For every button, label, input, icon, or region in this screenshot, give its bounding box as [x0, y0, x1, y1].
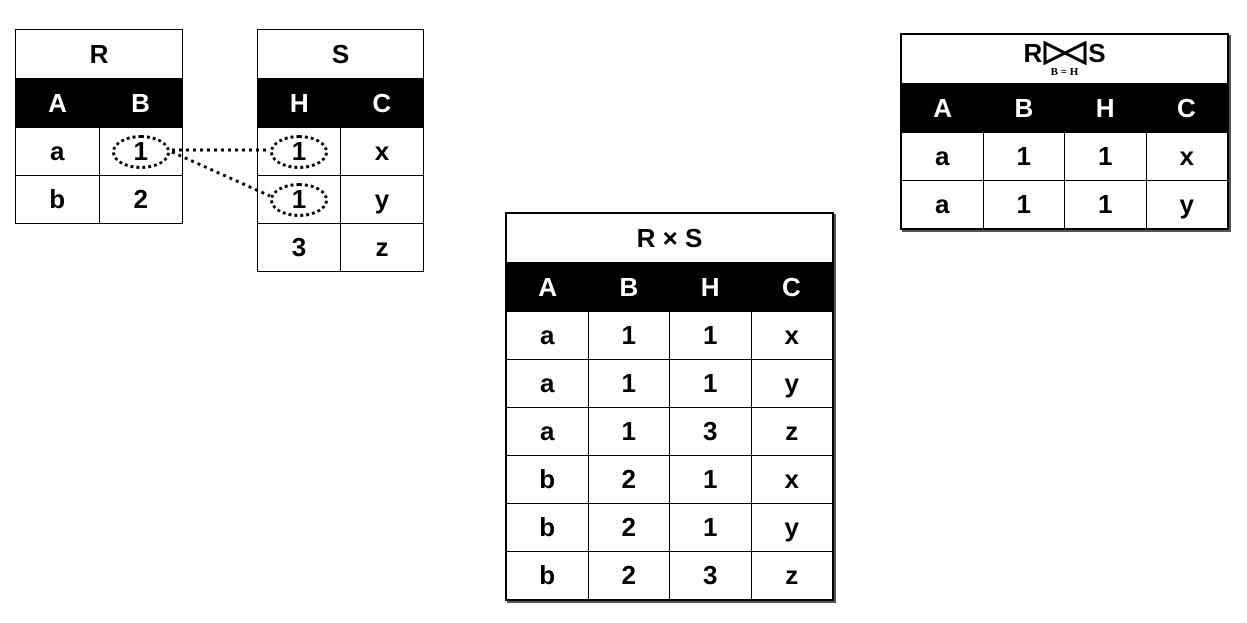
table-cell: y: [750, 360, 833, 407]
column-header: A: [538, 271, 558, 302]
highlight-ellipse: [111, 134, 170, 169]
relation-r: R A B a 1 b 2: [15, 29, 183, 224]
table-cell: 1: [587, 360, 670, 407]
column-header: B: [1014, 92, 1034, 123]
table-cell: b: [49, 184, 66, 214]
relation-r-title: R: [16, 30, 182, 79]
table-row: 3 z: [258, 223, 423, 271]
table-cell: 1: [669, 312, 751, 359]
table-cell: b: [539, 464, 556, 494]
table-row: 1 x: [258, 127, 423, 175]
table-cell: 1: [669, 360, 751, 407]
table-row: a 1 1 y: [902, 180, 1227, 228]
column-header: H: [700, 271, 720, 302]
table-cell: a: [540, 416, 555, 446]
highlight-ellipse: [270, 134, 328, 169]
column-header: A: [933, 92, 953, 123]
table-row: b 2: [16, 175, 182, 223]
table-cell: 1: [669, 504, 751, 551]
table-cell: 2: [587, 552, 670, 599]
table-cell: x: [750, 456, 833, 503]
column-header: A: [48, 87, 67, 118]
highlight-ellipse: [270, 182, 328, 217]
join-right-operand: S: [1088, 38, 1106, 68]
table-cell: b: [539, 512, 556, 542]
table-cell: 2: [98, 176, 183, 223]
table-cell: 1: [1064, 133, 1146, 180]
table-cell: a: [935, 189, 950, 219]
table-cell-highlighted: 1: [98, 128, 183, 175]
column-header: C: [781, 271, 801, 302]
table-cell: 3: [669, 552, 751, 599]
table-cell: a: [540, 320, 555, 350]
relation-s-title: S: [258, 30, 423, 79]
table-cell: 1: [587, 312, 670, 359]
table-cell: x: [750, 312, 833, 359]
table-cell: 1: [1064, 181, 1146, 228]
join-expression: R S: [1023, 40, 1105, 66]
relation-s-header: H C: [258, 79, 423, 127]
table-cell: y: [340, 176, 423, 223]
relation-join-header: A B H C: [902, 84, 1227, 132]
relation-product: R × S A B H C a 1 1 x a 1 1 y a 1 3 z b …: [505, 212, 834, 601]
column-header: H: [1095, 92, 1115, 123]
table-cell: x: [1145, 133, 1228, 180]
table-cell: z: [340, 224, 423, 271]
table-cell: 2: [587, 456, 670, 503]
table-cell: b: [539, 560, 556, 590]
join-condition: B = H: [1050, 66, 1079, 78]
table-cell: 3: [669, 408, 751, 455]
table-cell: 3: [291, 232, 307, 262]
match-link-2: [171, 150, 271, 198]
table-row: a 1 1 y: [507, 359, 832, 407]
table-row: a 1 3 z: [507, 407, 832, 455]
table-row: b 2 1 y: [507, 503, 832, 551]
table-cell: y: [750, 504, 833, 551]
table-cell: a: [935, 141, 950, 171]
table-cell: z: [750, 408, 833, 455]
column-header: B: [619, 271, 639, 302]
bowtie-join-icon: [1043, 41, 1087, 65]
table-row: a 1 1 x: [507, 311, 832, 359]
relation-s: S H C 1 x 1 y 3 z: [257, 29, 424, 272]
table-cell: a: [540, 368, 555, 398]
table-cell: 1: [587, 408, 670, 455]
table-row: b 2 1 x: [507, 455, 832, 503]
relation-join-title: R S B = H: [902, 35, 1227, 84]
table-cell-highlighted: 1: [258, 176, 340, 223]
table-cell: x: [340, 128, 423, 175]
column-header: H: [289, 87, 309, 118]
column-header: C: [372, 87, 392, 118]
table-cell: 1: [982, 181, 1065, 228]
join-left-operand: R: [1023, 38, 1043, 68]
table-cell: z: [750, 552, 833, 599]
table-row: 1 y: [258, 175, 423, 223]
table-row: b 2 3 z: [507, 551, 832, 599]
table-cell: a: [50, 136, 65, 166]
relation-r-header: A B: [16, 79, 182, 127]
column-header: B: [131, 87, 150, 118]
table-cell: 1: [669, 456, 751, 503]
table-cell: 1: [982, 133, 1065, 180]
table-cell-highlighted: 1: [258, 128, 340, 175]
table-cell: 2: [587, 504, 670, 551]
relation-product-header: A B H C: [507, 263, 832, 311]
relation-join: R S B = H A B H C a 1 1 x a 1 1 y: [900, 33, 1229, 230]
table-row: a 1: [16, 127, 182, 175]
table-row: a 1 1 x: [902, 132, 1227, 180]
table-cell: y: [1145, 181, 1228, 228]
column-header: C: [1176, 92, 1196, 123]
relation-product-title: R × S: [507, 214, 832, 263]
